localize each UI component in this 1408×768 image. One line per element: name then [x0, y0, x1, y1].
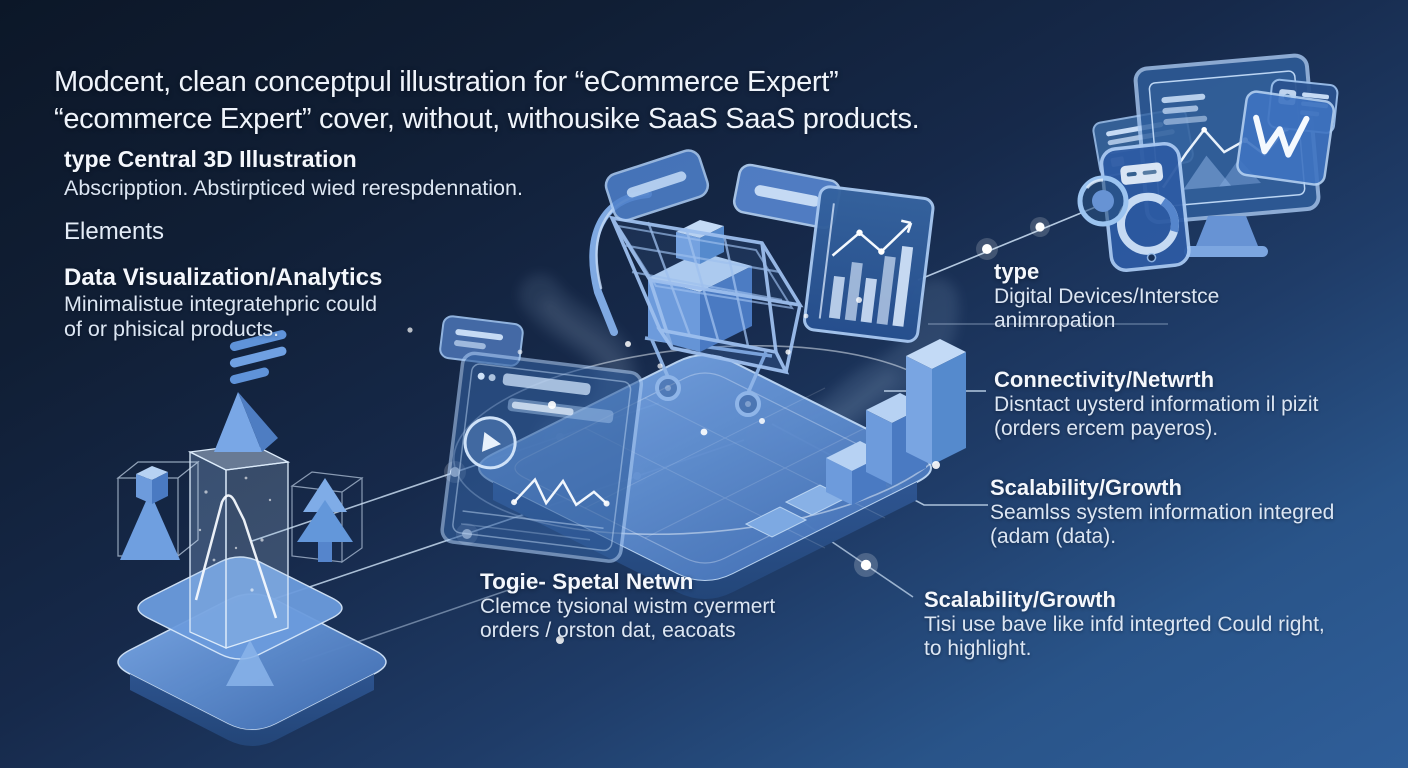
connectivity-line-1: Disntact uysterd informatiom il pizit	[994, 393, 1319, 416]
sparkle-dots	[407, 297, 940, 644]
glass-prism	[187, 443, 291, 650]
togie-line-1: Clemce tysional wistm cyermert	[480, 595, 776, 618]
cart-basket	[608, 215, 804, 375]
title-line-1: Modcent, clean conceptpul illustration f…	[54, 66, 839, 98]
cone-cube-widget	[116, 460, 200, 560]
section-scalability-2: Scalability/Growth Tisi use bave like in…	[924, 586, 1325, 661]
dataviz-line-1: Minimalistue integratehpric could	[64, 292, 378, 316]
mountain-line-chart	[194, 494, 278, 619]
scalability-1-heading: Scalability/Growth	[990, 475, 1182, 500]
bar-chart-trendline	[831, 219, 913, 257]
home-button	[1146, 252, 1157, 263]
bar-chart-panel	[803, 185, 935, 343]
w-logo-card	[1236, 90, 1335, 186]
prism-particles	[198, 476, 272, 592]
platform-base-upper	[137, 556, 343, 660]
digital-devices-heading: type	[994, 259, 1040, 284]
digital-devices-line-1: Digital Devices/Interstce	[994, 285, 1220, 308]
monitor-stand	[1196, 216, 1258, 246]
dataviz-heading: Data Visualization/Analytics	[64, 264, 383, 291]
digital-devices-cluster	[1077, 53, 1339, 272]
zigzag-chart	[511, 477, 610, 507]
scalability-2-line-1: Tisi use bave like infd integrted Could …	[924, 613, 1325, 636]
small-pyramid	[226, 640, 274, 686]
cart-tag-card	[604, 149, 710, 222]
digital-devices-line-2: animropation	[994, 309, 1116, 332]
connectivity-heading: Connectivity/Netwrth	[994, 367, 1215, 392]
shopping-cart-illustration	[589, 149, 804, 417]
menu-bars-icon	[229, 330, 287, 385]
scalability-2-heading: Scalability/Growth	[924, 587, 1116, 612]
platform-base-edge	[130, 674, 374, 746]
growth-steps	[744, 339, 966, 538]
togie-line-2: orders / orston dat, eacoats	[480, 619, 736, 642]
trendline-dots	[856, 229, 885, 255]
bar-chart-bars	[828, 246, 914, 327]
togie-heading: Togie- Spetal Netwn	[480, 569, 694, 594]
section-connectivity: Connectivity/Netwrth Disntact uysterd in…	[994, 366, 1318, 441]
scalability-1-line-2: (adam (data).	[990, 525, 1117, 548]
donut-chart	[1116, 192, 1179, 255]
central-heading: type Central 3D Illustration	[64, 146, 357, 172]
arrow-pyramid	[214, 392, 278, 452]
section-togie-spetal: Togie- Spetal Netwn Clemce tysional wist…	[480, 568, 775, 643]
mountain-silhouettes	[1183, 155, 1232, 190]
w-glyph	[1253, 114, 1310, 158]
title-line-2: “ecommerce Expert” cover, without, witho…	[54, 103, 920, 135]
elements-heading: Elements	[64, 218, 165, 245]
monitor-base	[1184, 246, 1268, 257]
chevron-tree-widget	[290, 471, 364, 564]
section-digital-devices: type Digital Devices/Interstce animropat…	[994, 258, 1219, 333]
central-body: Abscripption. Abstirpticed wied rerespde…	[64, 176, 523, 200]
browser-panel	[439, 315, 644, 563]
section-data-visualization: Data Visualization/Analytics Minimalistu…	[64, 264, 382, 341]
section-scalability-1: Scalability/Growth Seamlss system inform…	[990, 474, 1334, 549]
dataviz-line-2: of or phisical products.	[64, 316, 280, 341]
badge-ring	[1077, 175, 1129, 227]
section-central-illustration: type Central 3D Illustration Abscripptio…	[64, 146, 523, 201]
analytics-prism-group	[116, 330, 387, 746]
platform-grid	[584, 387, 886, 549]
scalability-2-line-2: to highlight.	[924, 637, 1032, 660]
step-box-3	[906, 339, 966, 465]
connectivity-line-2: (orders ercem payeros).	[994, 417, 1219, 440]
scalability-1-line-1: Seamlss system information integred	[990, 501, 1335, 524]
play-icon	[463, 416, 517, 470]
page-title: Modcent, clean conceptpul illustration f…	[54, 64, 920, 138]
floating-label-card	[732, 163, 841, 230]
